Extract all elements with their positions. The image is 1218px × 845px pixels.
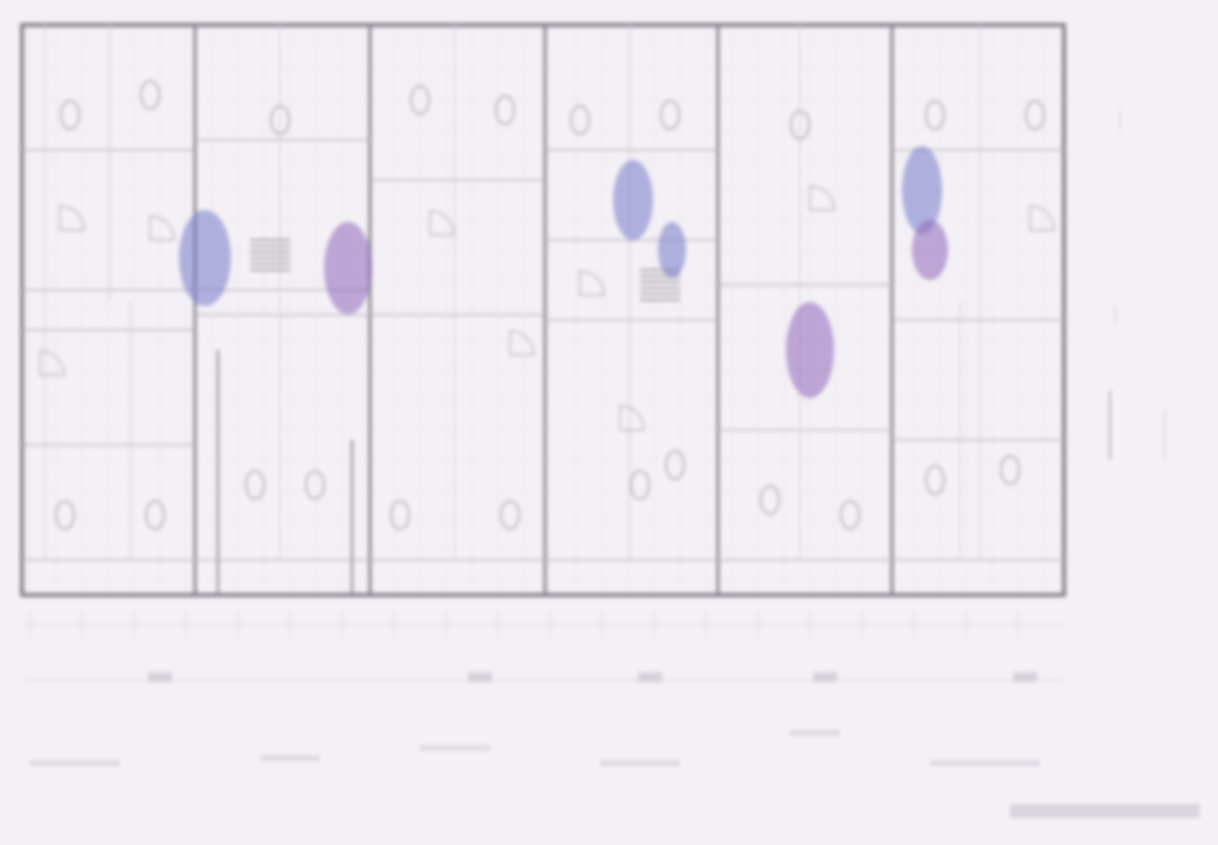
annotation-mark [600,760,680,766]
outer-wall [20,23,1066,597]
door-swing-icon [59,205,85,231]
highlight-marker [912,220,948,280]
fixture-icon [60,100,80,130]
highlight-marker [658,222,686,278]
fixture-icon [665,450,685,480]
door-swing-icon [39,350,65,376]
door-swing-icon [579,270,605,296]
fixture-icon [790,110,810,140]
annotation-mark [30,760,120,766]
fixture-icon [410,85,430,115]
sheet-reference-box [1010,804,1200,818]
fixture-icon [660,100,680,130]
fixture-icon [1000,455,1020,485]
fixture-icon [495,95,515,125]
dimension-label [813,672,837,682]
dimension-label [148,672,172,682]
highlight-marker [324,222,372,314]
fixture-icon [305,470,325,500]
fixture-icon [245,470,265,500]
highlight-marker [613,160,653,240]
door-swing-icon [809,185,835,211]
annotation-mark [260,755,320,761]
fixture-icon [840,500,860,530]
highlight-marker [786,302,834,398]
highlight-marker [179,210,231,306]
fixture-icon [390,500,410,530]
fixture-icon [140,80,160,110]
door-swing-icon [1029,205,1055,231]
fixture-icon [270,105,290,135]
annotation-mark [420,745,490,751]
fixture-icon [500,500,520,530]
fixture-icon [570,105,590,135]
fixture-icon [760,485,780,515]
highlight-marker [902,146,942,234]
annotation-mark [790,730,840,736]
door-swing-icon [149,215,175,241]
door-swing-icon [429,210,455,236]
fixture-icon [630,470,650,500]
dimension-label [468,672,492,682]
fixture-icon [1025,100,1045,130]
fixture-icon [925,465,945,495]
fixture-icon [925,100,945,130]
door-swing-icon [619,405,645,431]
annotation-mark [930,760,1040,766]
dimension-label [1013,672,1037,682]
dimension-label [638,672,662,682]
fixture-icon [55,500,75,530]
fixture-icon [145,500,165,530]
door-swing-icon [509,330,535,356]
